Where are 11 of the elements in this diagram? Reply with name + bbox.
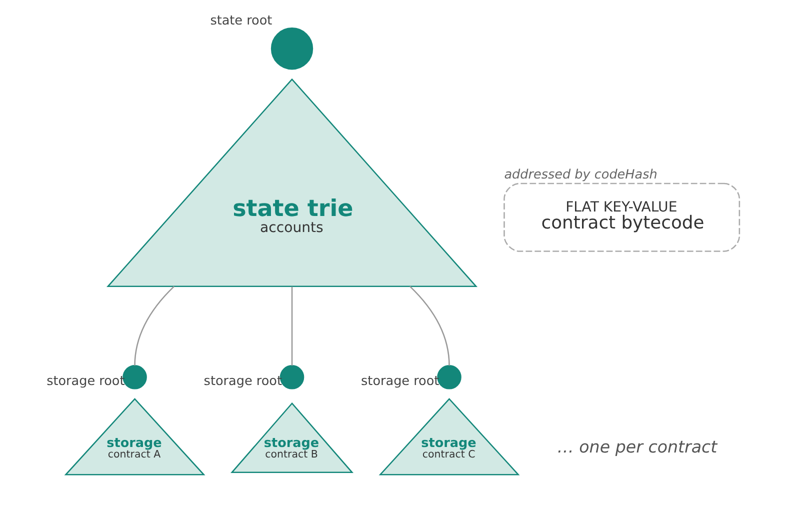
node-label: storage root [360, 373, 439, 388]
node-label: storage root [46, 373, 124, 388]
node-label: state root [210, 12, 272, 28]
node-label: storage root [203, 373, 282, 388]
connector [409, 285, 450, 366]
node-circle [270, 27, 313, 70]
node-label: addressed by codeHash [504, 166, 657, 182]
connector [290, 286, 292, 366]
label: … one per contract [556, 436, 717, 456]
connector [134, 285, 174, 366]
node-box: FLAT KEY-VALUE contract bytecode [503, 182, 740, 252]
